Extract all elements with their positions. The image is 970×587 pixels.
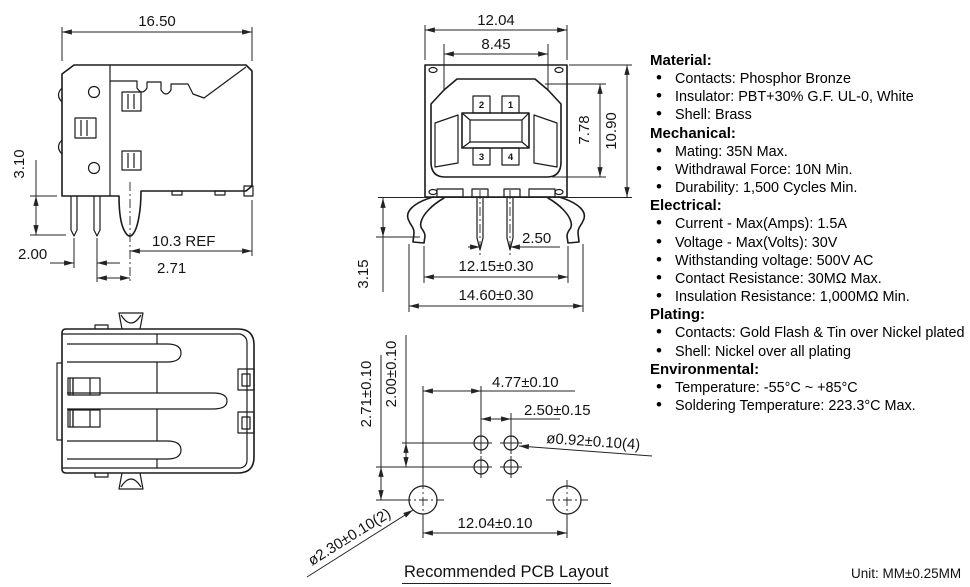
pcb-layout-caption: Recommended PCB Layout [402, 563, 611, 584]
dim-pcb-peg-span: 12.04±0.10 [458, 515, 533, 532]
front-view-spring-wing [533, 114, 558, 168]
dim-front-shell-height: 10.90 [603, 112, 620, 150]
front-view-tongue-outer [461, 112, 530, 149]
spec-item: Mating: 35N Max. [650, 142, 968, 161]
spec-section-title: Mechanical: [650, 124, 736, 142]
spec-item: Contacts: Gold Flash & Tin over Nickel p… [650, 323, 968, 342]
spec-item: Temperature: -55°C ~ +85°C [650, 378, 968, 397]
dim-side-pin-length: 3.10 [11, 149, 28, 178]
side-view-pin [93, 196, 101, 237]
top-view-contact [67, 392, 228, 410]
top-view-contact [67, 343, 182, 363]
spec-item: Shell: Brass [650, 105, 968, 124]
top-view-right-notch [237, 411, 255, 434]
front-view-tongue-inner [469, 119, 523, 143]
side-view-pin [70, 196, 78, 237]
spec-item: Current - Max(Amps): 1.5A [650, 214, 968, 233]
top-view [56, 312, 255, 490]
top-view-contact [67, 440, 182, 460]
dim-pcb-pin-hole: ø0.92±0.10(4) [546, 430, 641, 454]
front-view-pin-slot [472, 95, 491, 114]
side-view-latch-window [121, 150, 142, 171]
dim-front-opening-height: 7.78 [576, 115, 593, 144]
pin-label-2: 2 [479, 100, 484, 111]
dim-side-peg-offset: 2.71 [157, 260, 186, 277]
dim-front-leg-height: 3.15 [355, 259, 372, 288]
spec-item: Insulation Resistance: 1,000MΩ Min. [650, 287, 968, 306]
dim-pcb-row-offset: 2.71±0.10 [358, 361, 375, 428]
side-view-hole [87, 85, 101, 99]
dim-front-leg-span-inner: 12.15±0.30 [459, 258, 534, 275]
pin-label-1: 1 [508, 100, 514, 111]
front-view-pin-slot [501, 95, 520, 114]
spec-item: Withstanding voltage: 500V AC [650, 251, 968, 270]
top-view-latch-window [67, 409, 101, 428]
dim-pcb-col-pitch: 2.50±0.15 [524, 402, 591, 419]
unit-note: Unit: MM±0.25MM [851, 566, 962, 581]
side-view: 16.50 3.10 2.00 10.3 REF 2.71 [11, 13, 254, 282]
side-view-shell-cut-line [110, 66, 247, 99]
dim-side-width: 16.50 [138, 13, 176, 30]
specifications-panel: Material: Contacts: Phosphor Bronze Insu… [650, 52, 968, 415]
spec-item: Contacts: Phosphor Bronze [650, 69, 968, 88]
front-view-shell [430, 78, 562, 178]
top-view-latch-window [67, 377, 101, 396]
pcb-layout: 2.00±0.10 2.71±0.10 4.77±0.10 2.50±0.15 … [305, 335, 653, 578]
spec-item: Soldering Temperature: 223.3°C Max. [650, 396, 968, 415]
spec-section-title: Plating: [650, 306, 705, 324]
top-view-side-flap [56, 362, 62, 441]
dim-front-shoulder-width: 8.45 [481, 36, 510, 53]
top-view-peg [118, 312, 144, 330]
top-view-right-notch [237, 368, 255, 391]
dim-side-ref: 10.3 REF [152, 233, 215, 250]
spec-section-title: Electrical: [650, 197, 722, 215]
front-view-pin-slot [472, 147, 491, 166]
dim-front-shell-width: 12.04 [477, 12, 515, 29]
top-view-peg [118, 472, 144, 490]
spec-item: Contact Resistance: 30MΩ Max. [650, 269, 968, 288]
front-view-pin-slot [501, 147, 520, 166]
spec-item: Insulator: PBT+30% G.F. UL-0, White [650, 87, 968, 106]
dim-pcb-col-offset: 4.77±0.10 [492, 374, 559, 391]
dim-front-pin-pitch: 2.50 [522, 230, 551, 247]
front-view-left-leg [406, 196, 445, 244]
side-view-rear-foot [243, 185, 254, 197]
front-view: 2 1 3 4 12.04 8.45 7.78 10.90 [355, 12, 632, 312]
front-view-right-leg [547, 196, 586, 244]
side-view-latch-window [74, 117, 97, 139]
spec-item: Voltage - Max(Volts): 30V [650, 233, 968, 252]
pcb-pin-holes [470, 432, 522, 478]
side-view-body-outline [61, 64, 253, 237]
dim-pcb-row-pitch: 2.00±0.10 [383, 341, 400, 408]
spec-item: Withdrawal Force: 10N Min. [650, 160, 968, 179]
front-view-spring-wing [434, 114, 459, 168]
side-view-hole [87, 161, 101, 175]
pin-label-4: 4 [508, 152, 514, 163]
pin-label-3: 3 [479, 152, 484, 163]
pcb-peg-holes [402, 480, 588, 520]
dim-front-leg-span-outer: 14.60±0.30 [459, 287, 534, 304]
spec-section-title: Environmental: [650, 360, 760, 378]
spec-item: Shell: Nickel over all plating [650, 341, 968, 361]
top-view-body-outline [61, 328, 255, 474]
dim-side-pin-pitch: 2.00 [18, 246, 47, 263]
spec-item: Durability: 1,500 Cycles Min. [650, 178, 968, 197]
side-view-latch-window [121, 91, 142, 112]
spec-section-title: Material: [650, 52, 712, 69]
dim-pcb-peg-hole: ø2.30±0.10(2) [305, 505, 394, 569]
